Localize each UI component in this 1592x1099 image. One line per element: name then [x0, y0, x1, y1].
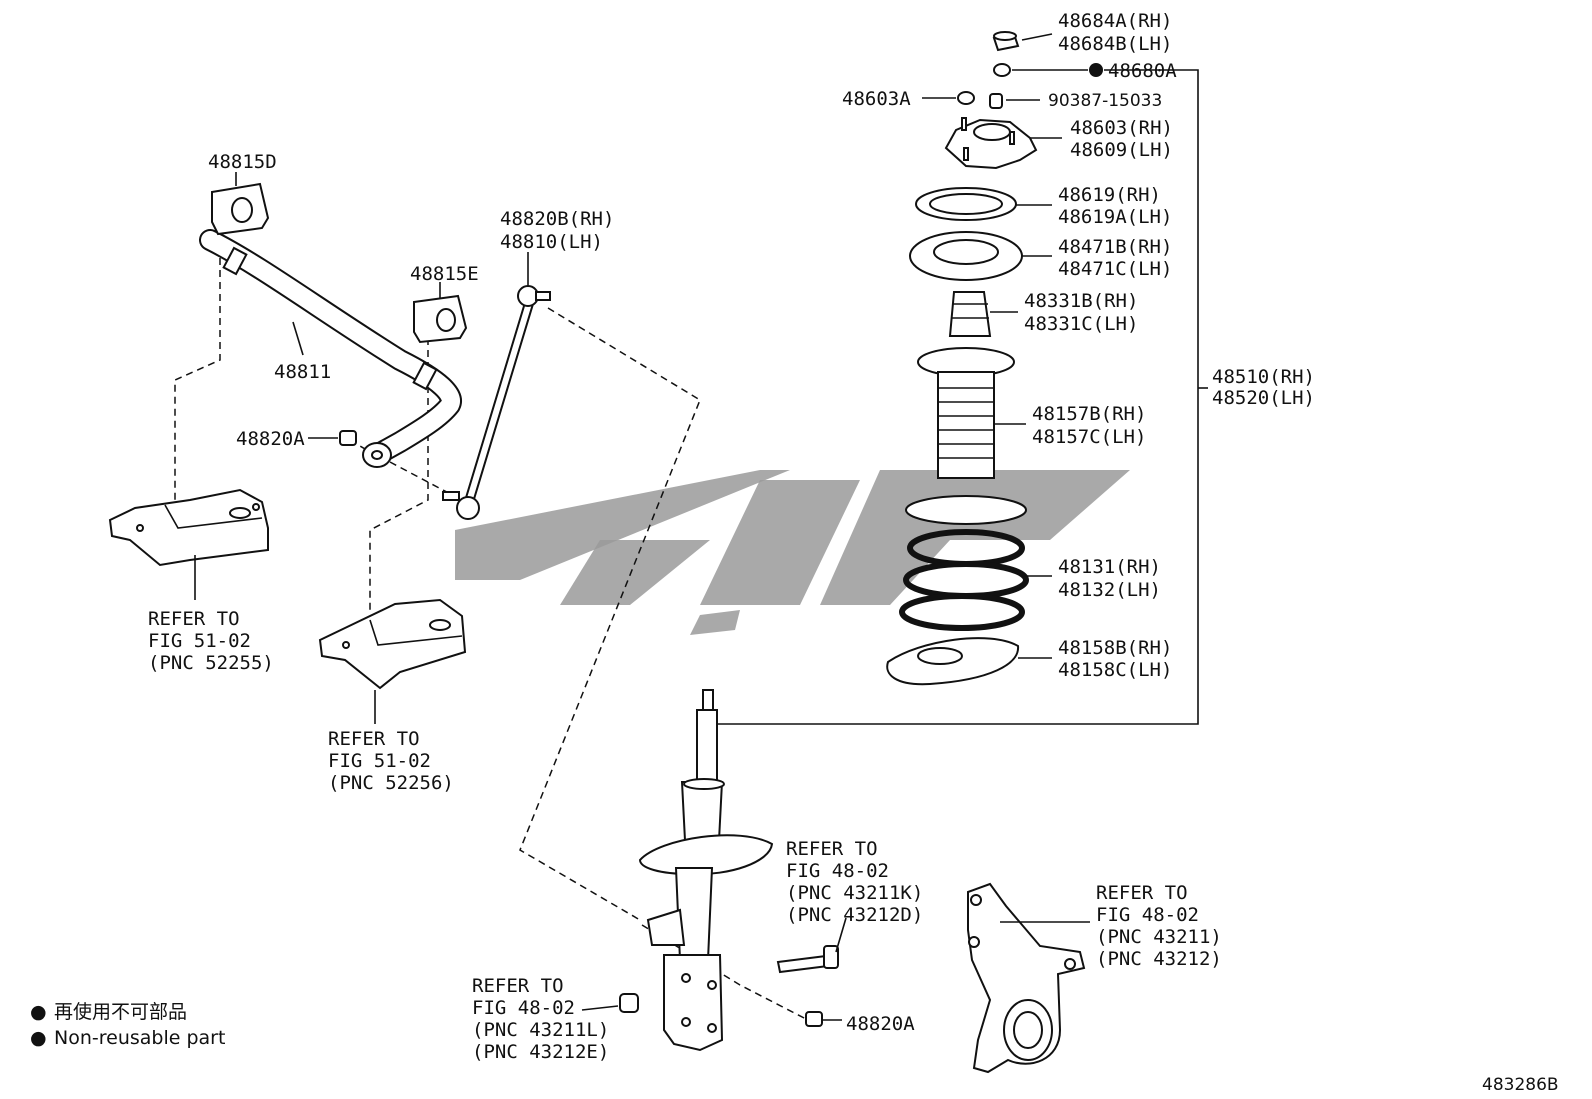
- bushing-48815d: [211, 172, 270, 236]
- label-ref-43211-3: (PNC 43211): [1096, 926, 1222, 948]
- label-48471c: 48471C(LH): [1058, 258, 1172, 280]
- label-48815d: 48815D: [208, 151, 277, 173]
- label-48820a-left: 48820A: [236, 428, 305, 450]
- label-ref-43211k-1: REFER TO: [786, 838, 878, 860]
- nut-43211l: [581, 993, 639, 1013]
- nut-90387: [989, 93, 1040, 109]
- nut-48820a-bottom: [805, 1011, 842, 1027]
- label-48810: 48810(LH): [500, 231, 603, 253]
- label-ref-52255-1: REFER TO: [148, 608, 240, 630]
- diagram-code: 483286B: [1482, 1075, 1559, 1095]
- label-ref-52256-3: (PNC 52256): [328, 772, 454, 794]
- watermark-logo: [455, 470, 1130, 635]
- bearing-48619: [915, 187, 1052, 221]
- label-48820a-bottom: 48820A: [846, 1013, 915, 1035]
- label-48811: 48811: [274, 361, 331, 383]
- boot-48157: [917, 347, 1026, 479]
- legend-bullet-2: ●: [30, 1027, 47, 1049]
- legend-text-en: Non-reusable part: [54, 1027, 225, 1049]
- legend-text-jp: 再使用不可部品: [54, 1001, 187, 1023]
- label-48820b: 48820B(RH): [500, 208, 614, 230]
- label-48132: 48132(LH): [1058, 579, 1161, 601]
- label-48684a: 48684A(RH): [1058, 10, 1172, 32]
- label-ref-43211k-2: FIG 48-02: [786, 860, 889, 882]
- steering-knuckle: [967, 882, 1090, 1074]
- shock-absorber: [638, 689, 774, 1052]
- label-48619: 48619(RH): [1058, 184, 1161, 206]
- spring-48131: [899, 495, 1052, 631]
- label-ref-52256-2: FIG 51-02: [328, 750, 431, 772]
- label-48603a: 48603A: [842, 88, 911, 110]
- insulator-48158: [886, 637, 1052, 686]
- nut-48603a: [922, 91, 975, 105]
- bushing-48815e: [413, 282, 468, 344]
- label-48619a: 48619A(LH): [1058, 206, 1172, 228]
- label-48471b: 48471B(RH): [1058, 236, 1172, 258]
- legend: ● 再使用不可部品 ● Non-reusable part: [30, 1001, 225, 1049]
- label-48157c: 48157C(LH): [1032, 426, 1146, 448]
- label-ref-43211l-3: (PNC 43211L): [472, 1019, 609, 1041]
- label-ref-43211k-4: (PNC 43212D): [786, 904, 923, 926]
- stabilizer-bar: [199, 229, 462, 468]
- label-ref-52255-3: (PNC 52255): [148, 652, 274, 674]
- stabilizer-link: [442, 252, 551, 520]
- label-ref-43211-2: FIG 48-02: [1096, 904, 1199, 926]
- label-48815e: 48815E: [410, 263, 479, 285]
- label-48158b: 48158B(RH): [1058, 637, 1172, 659]
- cap-48684: [992, 31, 1053, 52]
- legend-bullet-1: ●: [30, 1001, 47, 1023]
- label-48331c: 48331C(LH): [1024, 313, 1138, 335]
- label-ref-43211k-3: (PNC 43211K): [786, 882, 923, 904]
- label-48510: 48510(RH): [1212, 366, 1315, 388]
- assembly-bracket-48510: [714, 69, 1208, 725]
- label-ref-43211l-2: FIG 48-02: [472, 997, 575, 1019]
- label-ref-52255-2: FIG 51-02: [148, 630, 251, 652]
- bracket-52255: [108, 488, 269, 600]
- label-48609: 48609(LH): [1070, 139, 1173, 161]
- support-48603: [944, 117, 1062, 170]
- label-48157b: 48157B(RH): [1032, 403, 1146, 425]
- seat-48471: [909, 231, 1052, 281]
- bumper-48331: [948, 291, 1018, 337]
- nut-48680a: [993, 63, 1103, 77]
- label-48680a: 48680A: [1108, 60, 1177, 82]
- nut-48820a-left: [308, 430, 357, 446]
- label-48520: 48520(LH): [1212, 387, 1315, 409]
- label-48603: 48603(RH): [1070, 117, 1173, 139]
- bracket-52256: [318, 598, 467, 724]
- label-ref-52256-1: REFER TO: [328, 728, 420, 750]
- label-48331b: 48331B(RH): [1024, 290, 1138, 312]
- label-48158c: 48158C(LH): [1058, 659, 1172, 681]
- label-ref-43211-4: (PNC 43212): [1096, 948, 1222, 970]
- label-48131: 48131(RH): [1058, 556, 1161, 578]
- dashed-leaders: [174, 258, 809, 1021]
- label-48684b: 48684B(LH): [1058, 33, 1172, 55]
- label-ref-43211-1: REFER TO: [1096, 882, 1188, 904]
- label-90387: 90387-15033: [1048, 91, 1162, 111]
- label-ref-43211l-4: (PNC 43212E): [472, 1041, 609, 1063]
- bolt-43211k: [776, 917, 847, 974]
- label-ref-43211l-1: REFER TO: [472, 975, 564, 997]
